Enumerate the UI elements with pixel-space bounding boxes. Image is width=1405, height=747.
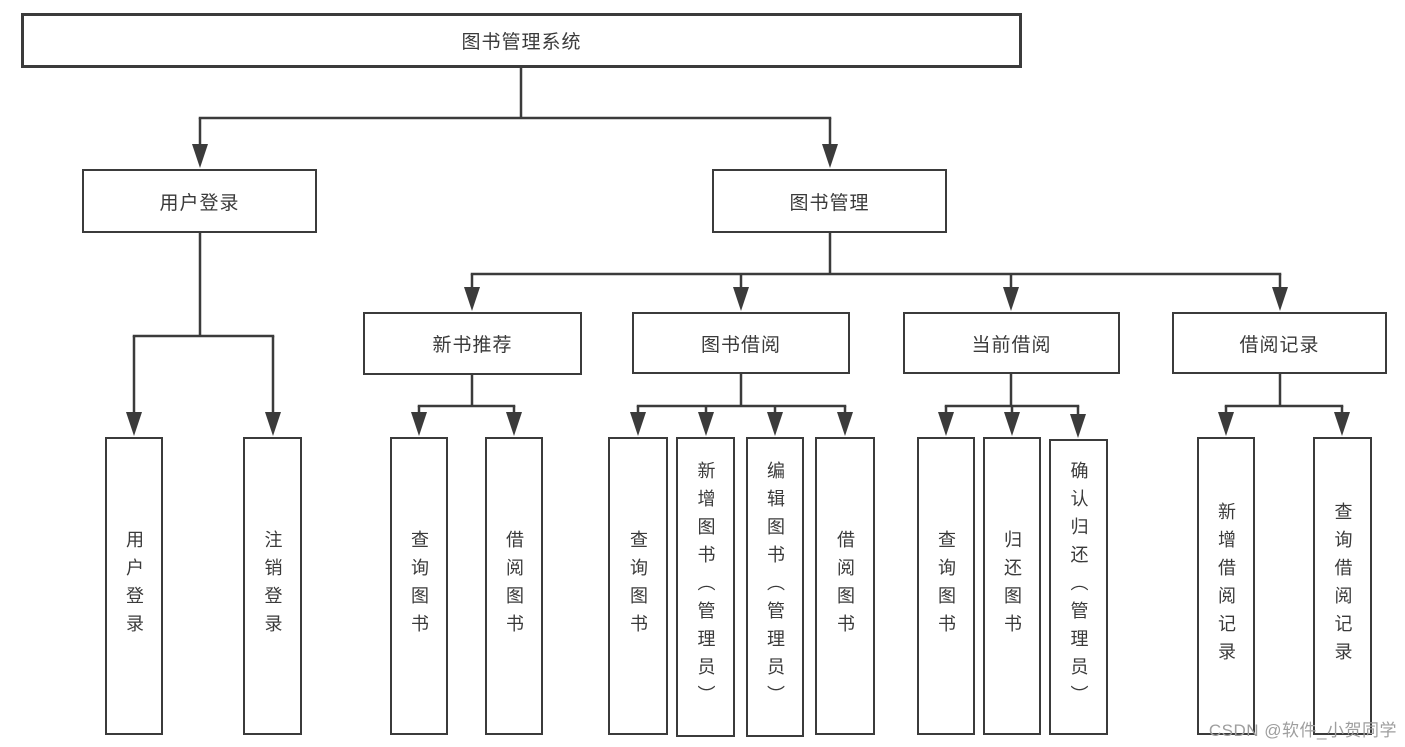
arrowhead-icon bbox=[411, 412, 427, 436]
arrowhead-icon bbox=[822, 144, 838, 168]
node-borrowing-records: 借阅记录 bbox=[1172, 312, 1387, 374]
node-label: 查询图书 bbox=[628, 530, 648, 642]
node-label: 查询借阅记录 bbox=[1332, 502, 1353, 670]
node-system: 图书管理系统 bbox=[21, 13, 1022, 68]
watermark: CSDN @软件_小贺同学 bbox=[1208, 721, 1397, 740]
node-label: 当前借阅 bbox=[971, 334, 1052, 356]
node-leaf-query-borrow-record: 查询借阅记录 bbox=[1313, 437, 1372, 735]
node-leaf-query-books-3: 查询图书 bbox=[917, 437, 975, 735]
node-user-login-module: 用户登录 bbox=[82, 169, 317, 233]
node-leaf-query-books-1: 查询图书 bbox=[390, 437, 448, 735]
node-label: 借阅记录 bbox=[1239, 334, 1320, 356]
node-label: 借阅图书 bbox=[835, 530, 855, 642]
node-leaf-borrow-books-2: 借阅图书 bbox=[815, 437, 875, 735]
node-leaf-add-borrow-record: 新增借阅记录 bbox=[1197, 437, 1255, 735]
node-label: 新增借阅记录 bbox=[1216, 502, 1236, 670]
node-leaf-query-books-2: 查询图书 bbox=[608, 437, 668, 735]
arrowhead-icon bbox=[630, 412, 646, 436]
node-label: 归还图书 bbox=[1002, 530, 1022, 642]
arrowhead-icon bbox=[192, 144, 208, 168]
arrowhead-icon bbox=[1334, 412, 1350, 436]
node-new-book-recommend: 新书推荐 bbox=[363, 312, 582, 375]
node-label: 注销登录 bbox=[262, 530, 283, 642]
arrowhead-icon bbox=[1070, 414, 1086, 438]
arrowhead-icon bbox=[767, 412, 783, 436]
node-leaf-logout: 注销登录 bbox=[243, 437, 302, 735]
arrowhead-icon bbox=[1272, 287, 1288, 311]
node-leaf-borrow-books-1: 借阅图书 bbox=[485, 437, 543, 735]
arrowhead-icon bbox=[837, 412, 853, 436]
arrowhead-icon bbox=[126, 412, 142, 436]
node-label: 用户登录 bbox=[124, 530, 144, 642]
node-book-borrowing: 图书借阅 bbox=[632, 312, 850, 374]
arrowhead-icon bbox=[1218, 412, 1234, 436]
node-label: 借阅图书 bbox=[504, 530, 524, 642]
node-label: 新书推荐 bbox=[432, 335, 513, 356]
node-leaf-add-books-admin: 新增图书（管理员） bbox=[676, 437, 735, 737]
arrowhead-icon bbox=[265, 412, 281, 436]
node-label: 用户登录 bbox=[159, 192, 240, 214]
node-label: 查询图书 bbox=[409, 530, 429, 642]
arrowhead-icon bbox=[464, 287, 480, 311]
node-label: 编辑图书（管理员） bbox=[765, 461, 785, 713]
arrowhead-icon bbox=[698, 412, 714, 436]
node-leaf-return-books: 归还图书 bbox=[983, 437, 1041, 735]
node-leaf-edit-books-admin: 编辑图书（管理员） bbox=[746, 437, 804, 737]
arrowhead-icon bbox=[1004, 412, 1020, 436]
node-leaf-user-login: 用户登录 bbox=[105, 437, 163, 735]
node-label: 图书管理系统 bbox=[461, 32, 582, 53]
node-label: 图书借阅 bbox=[700, 334, 781, 356]
node-label: 确认归还（管理员） bbox=[1068, 461, 1089, 713]
node-book-management-module: 图书管理 bbox=[712, 169, 947, 233]
arrowhead-icon bbox=[1003, 287, 1019, 311]
arrowhead-icon bbox=[506, 412, 522, 436]
arrowhead-icon bbox=[938, 412, 954, 436]
node-label: 查询图书 bbox=[936, 530, 956, 642]
node-label: 新增图书（管理员） bbox=[695, 461, 716, 713]
node-label: 图书管理 bbox=[789, 192, 870, 214]
node-current-borrowing: 当前借阅 bbox=[903, 312, 1120, 374]
node-leaf-confirm-return-admin: 确认归还（管理员） bbox=[1049, 439, 1108, 735]
arrowhead-icon bbox=[733, 287, 749, 311]
